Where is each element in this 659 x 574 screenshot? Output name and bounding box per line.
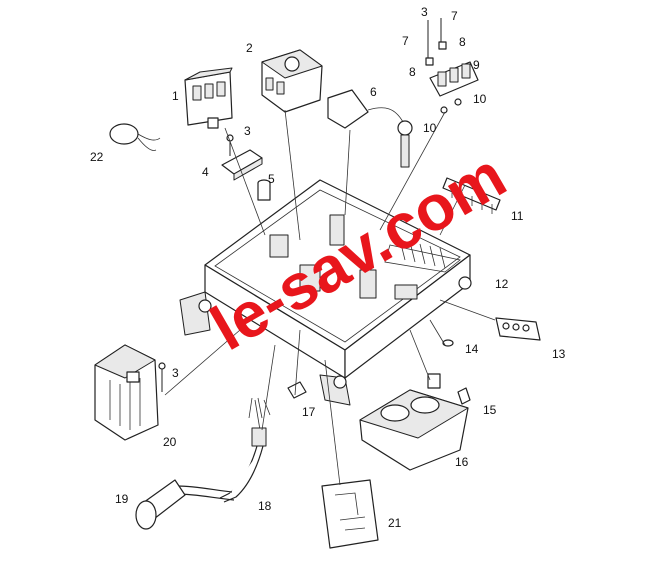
callout-21: 21: [388, 516, 402, 530]
callout-13: 13: [552, 347, 566, 361]
callout-6: 6: [370, 85, 377, 99]
callout-8b: 8: [459, 35, 466, 49]
callout-17: 17: [302, 405, 316, 419]
callout-8a: 8: [409, 65, 416, 79]
callout-14: 14: [465, 342, 479, 356]
callout-12: 12: [495, 277, 509, 291]
leader-lines: [164, 109, 496, 486]
callout-7a: 7: [402, 34, 409, 48]
callout-15: 15: [483, 403, 497, 417]
callout-9: 9: [473, 58, 480, 72]
main-housing: [179, 179, 472, 406]
callout-19: 19: [115, 492, 129, 506]
callout-10b: 10: [423, 121, 437, 135]
part-terminal-block: [425, 18, 479, 114]
part-connector-strip: [442, 177, 501, 214]
part-contactor: [184, 67, 233, 129]
callout-22: 22: [90, 150, 104, 164]
part-grommet: [257, 179, 271, 201]
callout-3b: 3: [421, 5, 428, 19]
callout-3c: 3: [172, 366, 179, 380]
callout-labels: 1 2 3 3 3 4 5 6 7 7 8 8 9 10 10 11 12 13…: [90, 5, 566, 530]
callout-5: 5: [268, 172, 275, 186]
callout-1: 1: [172, 89, 179, 103]
part-washer: [442, 339, 454, 347]
callout-20: 20: [163, 435, 177, 449]
part-bracket: [221, 134, 263, 181]
part-screw: [457, 387, 471, 405]
part-circuit-board: [321, 479, 379, 549]
callout-10a: 10: [473, 92, 487, 106]
part-ignition-transformer: [359, 373, 469, 471]
callout-4: 4: [202, 165, 209, 179]
callout-11: 11: [511, 209, 524, 223]
part-motor-transformer: [94, 344, 166, 441]
callout-7b: 7: [451, 9, 458, 23]
callout-16: 16: [455, 455, 469, 469]
part-thermostat-probe: [327, 89, 413, 168]
part-switch-block: [261, 49, 323, 113]
callout-3a: 3: [244, 124, 251, 138]
part-clip: [287, 381, 307, 399]
callout-18: 18: [258, 499, 272, 513]
callout-2: 2: [246, 41, 253, 55]
part-terminal-strip: [495, 317, 541, 341]
part-capacitor: [109, 123, 161, 151]
part-cable-plug: [135, 397, 271, 530]
